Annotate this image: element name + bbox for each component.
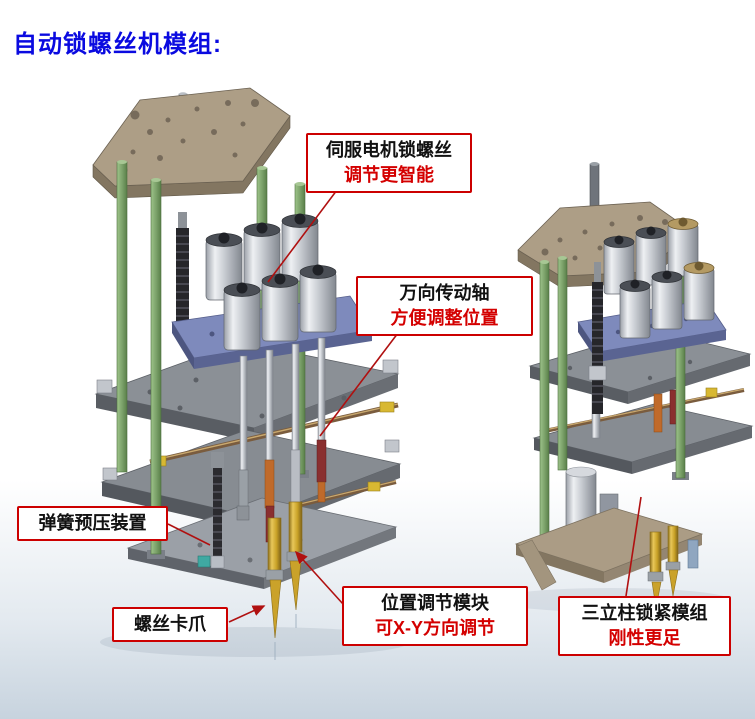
page-title: 自动锁螺丝机模组: bbox=[13, 31, 222, 58]
spring-preload-rod bbox=[176, 212, 189, 330]
callout-screw-jaw: 螺丝卡爪 bbox=[112, 607, 228, 642]
leader-line-xy bbox=[294, 550, 344, 605]
leader-line-column bbox=[625, 496, 642, 597]
right-machine bbox=[494, 162, 754, 624]
right-middle-plate bbox=[528, 329, 752, 404]
callout-universal-shaft: 万向传动轴 方便调整位置 bbox=[356, 276, 533, 336]
leader-line-servo bbox=[267, 189, 338, 283]
leader-line-shaft bbox=[319, 332, 399, 437]
callout-spring-preload-text: 弹簧预压装置 bbox=[38, 513, 147, 533]
leader-line-jaw bbox=[228, 605, 266, 623]
right-center-lead-screw bbox=[588, 262, 607, 414]
lower-threaded-rod bbox=[210, 452, 225, 569]
callout-three-column-highlight: 刚性更足 bbox=[608, 628, 681, 648]
callout-servo-motor-highlight: 调节更智能 bbox=[344, 165, 434, 185]
callout-servo-motor-text: 伺服电机锁螺丝 bbox=[326, 140, 452, 160]
callout-spring-preload: 弹簧预压装置 bbox=[17, 506, 168, 541]
callout-screw-jaw-text: 螺丝卡爪 bbox=[134, 614, 206, 634]
callout-three-column-text: 三立柱锁紧模组 bbox=[581, 603, 708, 623]
leader-line-spring bbox=[167, 523, 211, 546]
callout-universal-shaft-highlight: 方便调整位置 bbox=[390, 308, 499, 328]
left-machine bbox=[92, 87, 410, 660]
leader-lines bbox=[167, 189, 642, 623]
callout-universal-shaft-text: 万向传动轴 bbox=[399, 283, 490, 303]
right-screw-bits bbox=[647, 525, 699, 609]
callout-position-adjust: 位置调节模块 可X-Y方向调节 bbox=[342, 586, 528, 646]
floor-reflections-left bbox=[274, 614, 297, 660]
callout-position-adjust-highlight: 可X-Y方向调节 bbox=[374, 618, 495, 638]
callout-position-adjust-text: 位置调节模块 bbox=[381, 593, 489, 613]
base-plate bbox=[126, 497, 398, 589]
callout-three-column: 三立柱锁紧模组 刚性更足 bbox=[558, 596, 731, 656]
callout-servo-motor: 伺服电机锁螺丝 调节更智能 bbox=[306, 133, 472, 193]
xy-stage-block bbox=[197, 555, 211, 568]
right-motor-cluster bbox=[603, 217, 715, 339]
right-top-pin bbox=[589, 162, 600, 211]
servo-motor-cluster bbox=[205, 213, 337, 351]
